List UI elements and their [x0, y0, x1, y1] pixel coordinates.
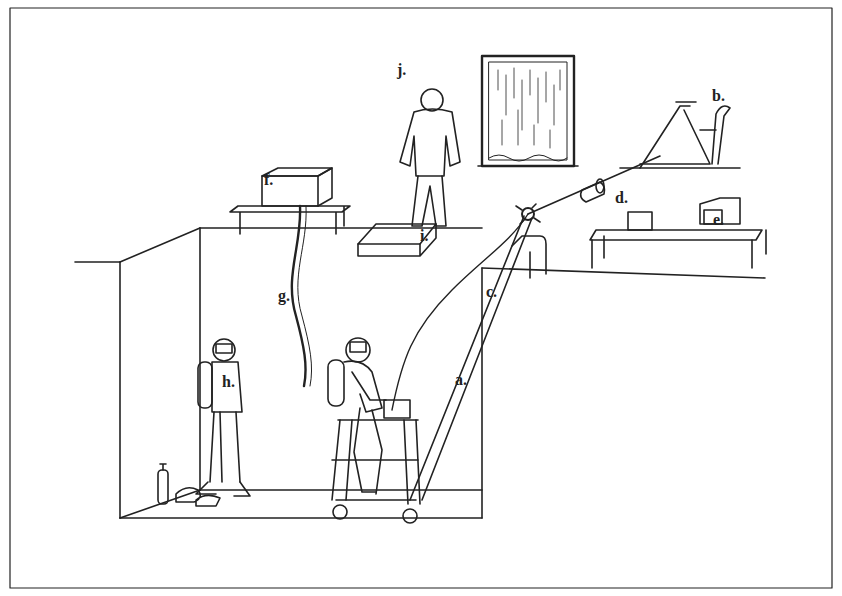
- standing-person: [400, 89, 460, 226]
- callout-letter: e.: [713, 212, 724, 228]
- signal-cable: [392, 214, 528, 410]
- ergometer-rail: [410, 204, 546, 500]
- compressor-unit: [230, 168, 350, 234]
- floor-gear: [158, 464, 220, 506]
- underwater-ergometer: [332, 400, 420, 523]
- callout-letter: j.: [397, 62, 406, 78]
- callout-letter: i.: [420, 228, 428, 244]
- projection-screen: [478, 56, 578, 166]
- callout-letter: f.: [264, 172, 273, 188]
- callout-letter: a.: [455, 372, 467, 388]
- callout-letter: g.: [278, 288, 290, 304]
- callout-letter: h.: [222, 374, 235, 390]
- drive-shaft: [528, 156, 660, 214]
- callout-letter: b.: [712, 88, 725, 104]
- computer-table: [590, 198, 766, 268]
- cycle-ergometer: [620, 102, 740, 168]
- frame: [10, 8, 832, 588]
- tray-box: [358, 224, 436, 256]
- callout-letter: c.: [486, 284, 497, 300]
- air-hose-edge: [298, 206, 312, 386]
- callout-letter: d.: [615, 190, 628, 206]
- seated-diver: [328, 338, 386, 494]
- standing-diver: [196, 339, 250, 496]
